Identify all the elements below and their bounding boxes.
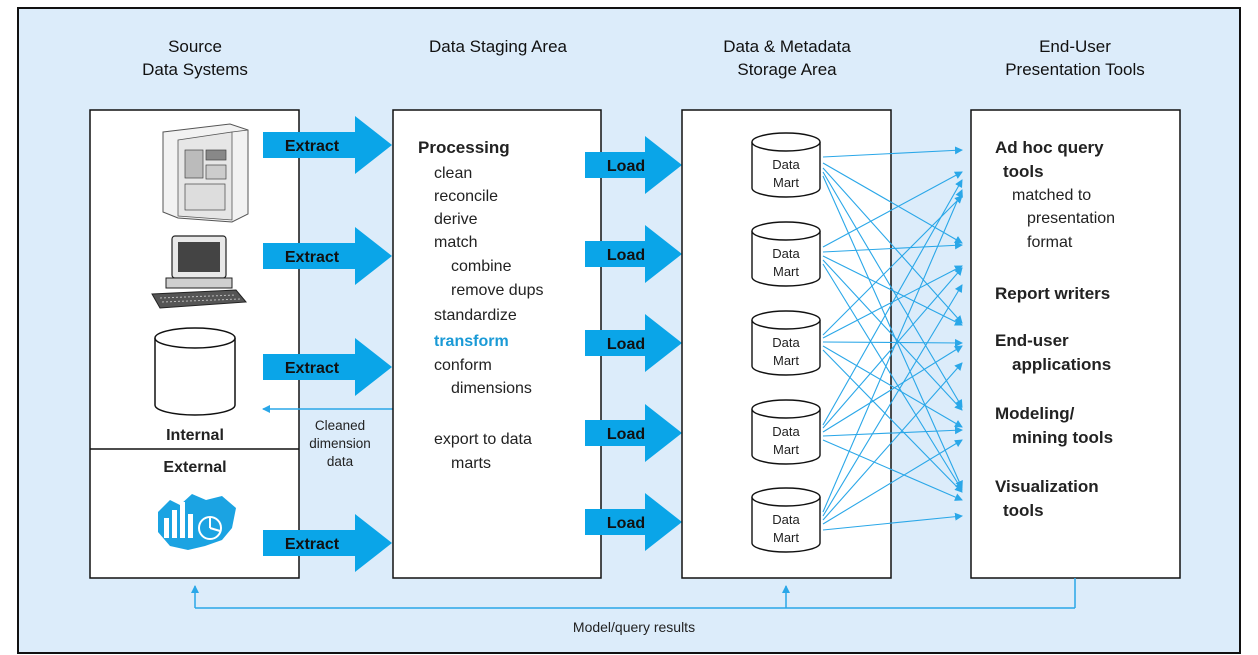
- extract-label-3: Extract: [285, 360, 340, 377]
- staging-step: export to data: [434, 431, 532, 448]
- data-mart-4: Data Mart: [751, 399, 821, 465]
- tool-ad-hoc-note-2: presentation: [1027, 210, 1115, 227]
- staging-step: dimensions: [451, 380, 532, 397]
- staging-box: [392, 109, 602, 579]
- load-arrow-4: Load: [585, 404, 682, 462]
- staging-step: match: [434, 234, 478, 251]
- tool-modeling-line-1: Modeling/: [995, 404, 1075, 423]
- staging-step: standardize: [434, 307, 517, 324]
- mart-to-tool-connections: [822, 146, 963, 531]
- header-source-line-2: Data Systems: [142, 60, 248, 79]
- load-label-1: Load: [607, 158, 645, 175]
- load-arrow-2: Load: [585, 225, 682, 283]
- load-arrow-5: Load: [585, 493, 682, 551]
- tool-visualization-line-2: tools: [1003, 501, 1044, 520]
- data-mart-label-2: Mart: [773, 175, 799, 190]
- load-arrow-1: Load: [585, 136, 682, 194]
- presentation-box: [970, 109, 1181, 579]
- header-storage: Data & Metadata Storage Area: [723, 37, 851, 79]
- tool-modeling-line-2: mining tools: [1012, 428, 1113, 447]
- header-staging: Data Staging Area: [429, 37, 568, 56]
- extract-arrow-1: Extract: [263, 116, 392, 174]
- extract-label-2: Extract: [285, 249, 340, 266]
- mainframe-icon: [162, 123, 249, 223]
- data-mart-5: Data Mart: [751, 487, 821, 553]
- staging-step: reconcile: [434, 188, 498, 205]
- data-mart-label-2: Mart: [773, 530, 799, 545]
- data-mart-label-1: Data: [772, 512, 800, 527]
- tool-ad-hoc-note-1: matched to: [1012, 187, 1091, 204]
- data-mart-label-1: Data: [772, 246, 800, 261]
- staging-step: remove dups: [451, 282, 544, 299]
- load-label-4: Load: [607, 426, 645, 443]
- tool-end-user-line-2: applications: [1012, 355, 1111, 374]
- staging-step: conform: [434, 357, 492, 374]
- data-mart-label-1: Data: [772, 335, 800, 350]
- workstation-icon: [151, 235, 248, 309]
- header-presentation: End-User Presentation Tools: [1005, 37, 1145, 79]
- data-mart-label-2: Mart: [773, 264, 799, 279]
- staging-step: derive: [434, 211, 478, 228]
- tool-end-user-line-1: End-user: [995, 331, 1069, 350]
- data-mart-label-1: Data: [772, 157, 800, 172]
- header-source: Source Data Systems: [142, 37, 248, 79]
- cleaned-label-line-3: data: [327, 454, 354, 469]
- tool-ad-hoc-note-3: format: [1027, 234, 1073, 251]
- staging-step: clean: [434, 165, 472, 182]
- internal-label: Internal: [166, 427, 224, 444]
- header-source-line-1: Source: [168, 37, 222, 56]
- extract-arrow-2: Extract: [263, 227, 392, 285]
- load-label-3: Load: [607, 336, 645, 353]
- data-mart-2: Data Mart: [751, 221, 821, 287]
- staging-step: marts: [451, 455, 491, 472]
- tool-ad-hoc-line-1: Ad hoc query: [995, 138, 1104, 157]
- header-staging-line-1: Data Staging Area: [429, 37, 568, 56]
- external-label: External: [163, 459, 226, 476]
- extract-label-1: Extract: [285, 138, 340, 155]
- staging-title: Processing: [418, 138, 510, 157]
- staging-step-transform: transform: [434, 333, 509, 350]
- data-mart-1: Data Mart: [751, 132, 821, 198]
- header-presentation-line-2: Presentation Tools: [1005, 60, 1145, 79]
- extract-label-4: Extract: [285, 536, 340, 553]
- feedback-loop: [191, 578, 1076, 609]
- feedback-label: Model/query results: [573, 619, 695, 635]
- data-mart-label-2: Mart: [773, 353, 799, 368]
- tool-visualization-line-1: Visualization: [995, 477, 1099, 496]
- load-arrow-3: Load: [585, 314, 682, 372]
- cleaned-label-line-1: Cleaned: [315, 418, 365, 433]
- header-storage-line-2: Storage Area: [737, 60, 837, 79]
- load-label-5: Load: [607, 515, 645, 532]
- data-mart-label-1: Data: [772, 424, 800, 439]
- extract-arrow-3: Extract: [263, 338, 392, 396]
- extract-arrow-4: Extract: [263, 514, 392, 572]
- header-storage-line-1: Data & Metadata: [723, 37, 851, 56]
- data-mart-label-2: Mart: [773, 442, 799, 457]
- data-mart-3: Data Mart: [751, 310, 821, 376]
- load-label-2: Load: [607, 247, 645, 264]
- cleaned-label-line-2: dimension: [309, 436, 371, 451]
- header-presentation-line-1: End-User: [1039, 37, 1111, 56]
- internal-database-icon: [154, 327, 236, 416]
- staging-step: combine: [451, 258, 512, 275]
- external-data-icon: [158, 494, 236, 550]
- tool-ad-hoc-line-2: tools: [1003, 162, 1044, 181]
- tool-report-writers: Report writers: [995, 284, 1110, 303]
